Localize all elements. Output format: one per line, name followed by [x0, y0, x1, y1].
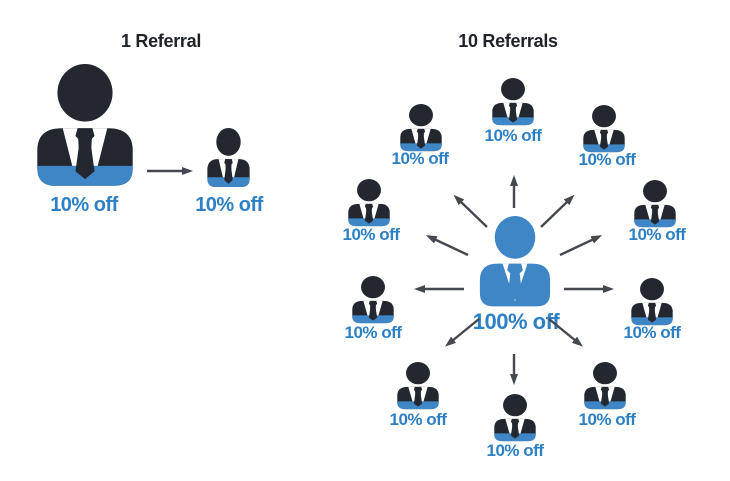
referral-person-icon — [632, 180, 678, 228]
referral-discount-label: 10% off — [486, 441, 544, 460]
referral-person-icon — [395, 362, 441, 410]
referral-person-icon — [492, 394, 538, 442]
referral-person-icon — [346, 179, 392, 227]
referred-discount-label: 10% off — [195, 194, 263, 216]
referral-person-icon — [350, 276, 396, 324]
referral-discount-label: 10% off — [578, 150, 636, 169]
referred-person-icon — [205, 128, 252, 188]
referrer-person-icon — [32, 64, 138, 188]
referral-arrow-icon — [425, 235, 469, 257]
referral-discount-label: 10% off — [391, 149, 449, 168]
referral-person-icon — [582, 362, 628, 410]
referral-discount-label: 10% off — [578, 410, 636, 429]
left-panel-title: 1 Referral — [120, 31, 202, 51]
referral-person-icon — [581, 105, 627, 153]
right-panel-title: 10 Referrals — [458, 31, 558, 51]
referral-person-icon — [629, 278, 675, 326]
referral-discount-label: 10% off — [628, 225, 686, 244]
referrer-discount-label: 10% off — [50, 194, 118, 216]
center-person-icon — [476, 216, 554, 308]
referral-person-icon — [490, 78, 536, 126]
referral-person-icon — [398, 104, 444, 152]
center-discount-label: 100% off — [472, 309, 560, 334]
referral-discount-label: 10% off — [342, 225, 400, 244]
referral-discount-label: 10% off — [344, 323, 402, 342]
referral-arrow-icon — [559, 235, 603, 257]
referral-discount-label: 10% off — [389, 410, 447, 429]
referral-discount-label: 10% off — [484, 126, 542, 145]
referral-discount-label: 10% off — [623, 323, 681, 342]
